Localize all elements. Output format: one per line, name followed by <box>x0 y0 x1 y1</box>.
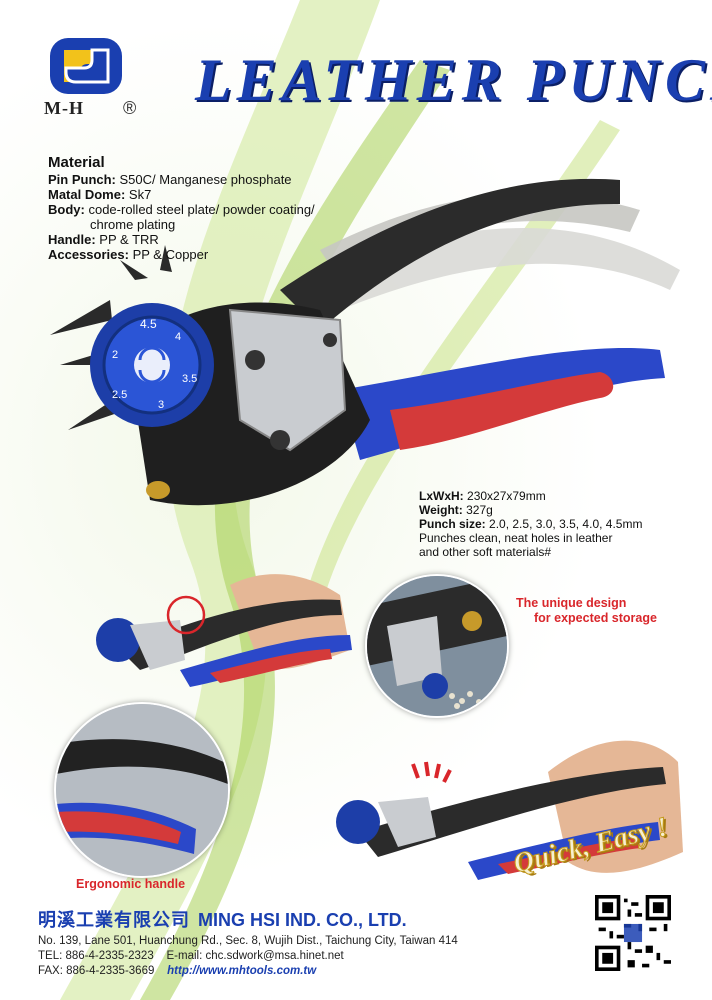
ergonomic-handle-photo <box>54 702 230 878</box>
company-contact: No. 139, Lane 501, Huanchung Rd., Sec. 8… <box>38 934 458 979</box>
dial-size-25: 2.5 <box>112 389 127 401</box>
impact-lines-icon <box>411 761 452 783</box>
hand-holding-tool-photo <box>96 574 352 687</box>
company-name: 明溪工業有限公司 MING HSI IND. CO., LTD. <box>38 906 407 932</box>
dial-size-2: 2 <box>112 349 118 361</box>
product-specs: LxWxH: 230x27x79mm Weight: 327g Punch si… <box>419 489 699 559</box>
unique-caption-line2: for expected storage <box>534 611 657 625</box>
company-fax: FAX: 886-4-2335-3669 <box>38 965 155 977</box>
material-specs: Material Pin Punch: S50C/ Manganese phos… <box>48 155 378 262</box>
unique-design-caption: The unique design for expected storage <box>516 596 657 626</box>
logo-text: M-H <box>44 98 84 118</box>
dial-size-45: 4.5 <box>140 317 157 331</box>
spec-desc-2: and other soft materials# <box>419 545 552 559</box>
spec-handle: Handle: PP & TRR <box>48 232 159 247</box>
company-email: E-mail: chc.sdwork@msa.hinet.net <box>166 950 344 962</box>
spec-pin-punch: Pin Punch: S50C/ Manganese phosphate <box>48 172 292 187</box>
hand-squeezing-tool-photo <box>336 740 683 880</box>
headline: LEATHER PUNCH <box>195 47 712 113</box>
leather-punch-tool-image: 4.5 4 3.5 3 2.5 2 <box>50 178 680 506</box>
company-tel: TEL: 886-4-2335-2323 <box>38 950 154 962</box>
company-name-en: MING HSI IND. CO., LTD. <box>198 910 407 930</box>
mh-logo-mark-icon <box>50 38 122 94</box>
dial-size-3: 3 <box>158 399 164 411</box>
company-name-zh: 明溪工業有限公司 <box>38 910 190 930</box>
spec-body: Body: code-rolled steel plate/ powder co… <box>48 202 315 217</box>
company-address: No. 139, Lane 501, Huanchung Rd., Sec. 8… <box>38 935 458 947</box>
registered-mark: ® <box>123 98 137 118</box>
ergonomic-caption: Ergonomic handle <box>76 877 186 891</box>
spec-dome: Matal Dome: Sk7 <box>48 187 152 202</box>
spec-accessories: Accessories: PP & Copper <box>48 247 209 262</box>
contact-line-1: TEL: 886-4-2335-2323 E-mail: chc.sdwork@… <box>38 949 458 964</box>
qr-code-icon[interactable] <box>595 895 671 971</box>
company-url[interactable]: http://www.mhtools.com.tw <box>167 965 317 977</box>
highlight-circle-icon <box>166 595 206 635</box>
spec-punch-size: Punch size: 2.0, 2.5, 3.0, 3.5, 4.0, 4.5… <box>419 517 643 531</box>
spec-desc-1: Punches clean, neat holes in leather <box>419 531 613 545</box>
dial-size-35: 3.5 <box>182 373 197 385</box>
material-title: Material <box>48 154 105 171</box>
spec-dimensions: LxWxH: 230x27x79mm <box>419 489 546 503</box>
spec-body-cont: chrome plating <box>90 217 176 232</box>
spec-weight: Weight: 327g <box>419 503 493 517</box>
dial-size-4: 4 <box>175 331 181 343</box>
unique-caption-line1: The unique design <box>516 596 627 610</box>
storage-detail-photo <box>365 574 509 718</box>
brand-logo: M-H <box>44 36 128 126</box>
contact-line-2: FAX: 886-4-2335-3669 http://www.mhtools.… <box>38 964 458 979</box>
